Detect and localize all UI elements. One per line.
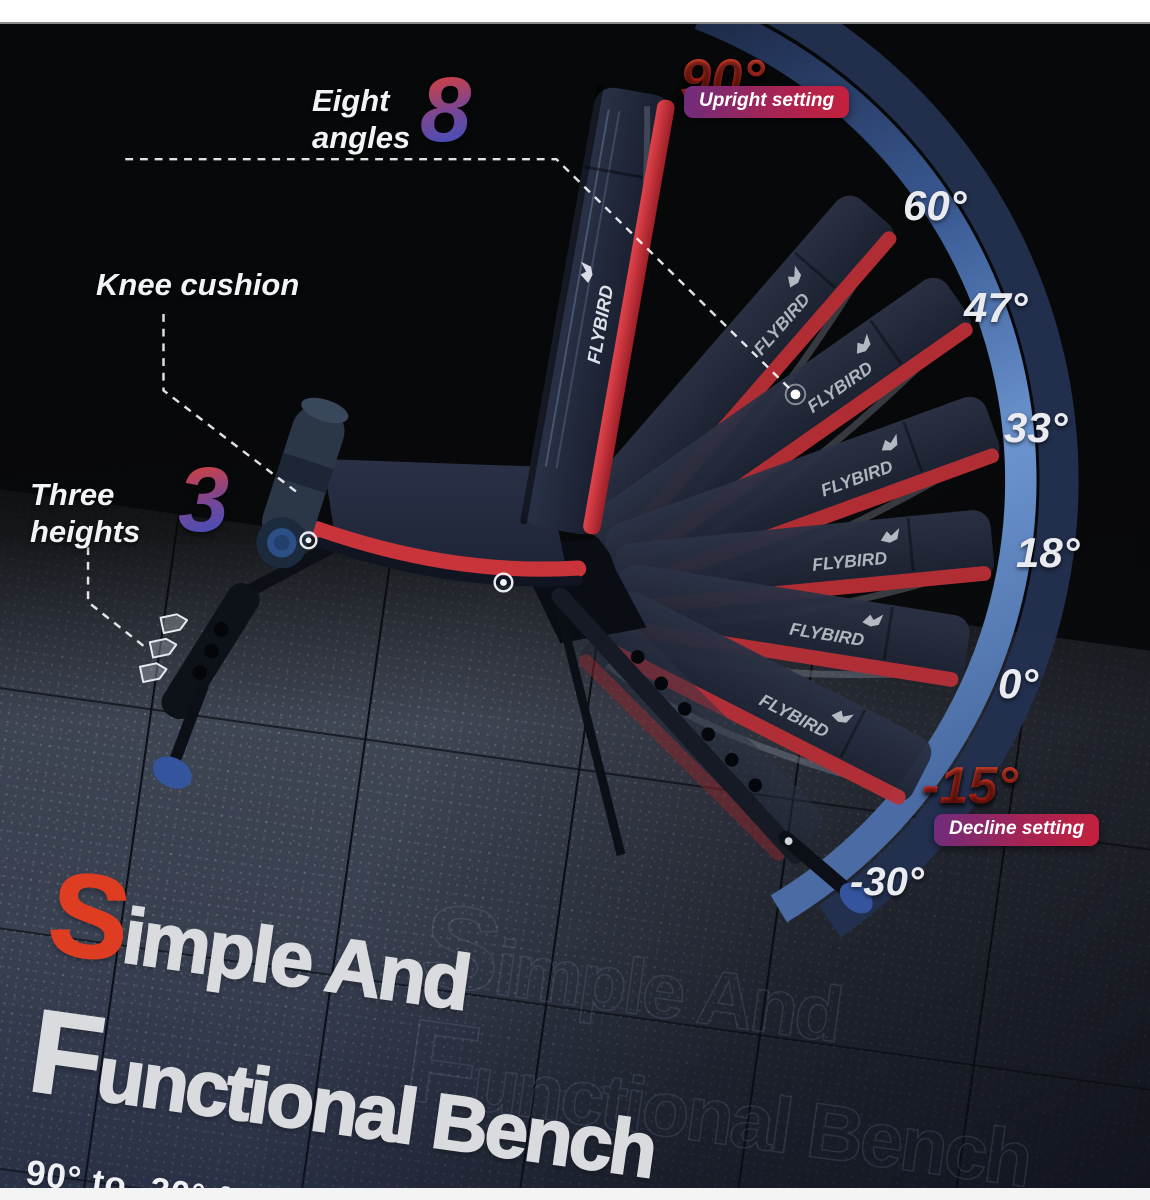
angle-arc-outer-band	[767, 24, 1079, 938]
callout-three-heights: Three heights	[30, 476, 140, 550]
support-post	[552, 595, 626, 856]
title-line1-rest: imple And	[117, 890, 475, 1027]
callout-line-knee-cushion	[162, 314, 301, 496]
eight-angles-line1: Eight	[312, 83, 390, 118]
bench-frame	[152, 538, 873, 914]
rear-bolt	[784, 837, 793, 846]
angle-label-18: 18°	[1016, 529, 1080, 576]
height-tag-2	[148, 637, 178, 659]
three-heights-line2: heights	[30, 514, 141, 549]
angle-point-dot	[790, 389, 801, 400]
angle-label-minus30: -30°	[850, 860, 924, 904]
backrest-fan: FLYBIRD FLYBIRD FLYBIRD	[574, 195, 1000, 861]
pivot-dot	[500, 579, 507, 586]
three-heights-number: 3	[178, 449, 230, 551]
seat-assembly	[256, 397, 587, 587]
callout-knee-cushion: Knee cushion	[96, 267, 300, 302]
rear-foot-bar	[778, 830, 854, 898]
seat-trim	[308, 521, 587, 579]
callout-eight-angles: Eight angles	[312, 82, 410, 156]
callout-line-three-heights	[86, 547, 150, 652]
front-leg	[152, 538, 342, 789]
callout-line-eight-angles	[125, 157, 797, 396]
cushion-bolt-dot	[305, 537, 312, 544]
three-heights-line1: Three	[30, 477, 115, 512]
bottom-letterbox-bar	[0, 1188, 1150, 1200]
rear-leg-ladder	[551, 587, 873, 914]
eight-angles-number: 8	[420, 59, 472, 161]
angle-label-47: 47°	[964, 284, 1028, 331]
pivot-dots	[299, 383, 807, 593]
angle-label-0: 0°	[998, 660, 1039, 707]
backrest-pad-90: FLYBIRD	[520, 85, 675, 535]
angle-label-33: 33°	[1004, 404, 1068, 451]
rear-foot-cap	[839, 882, 873, 914]
upright-setting-badge: Upright setting	[684, 86, 850, 118]
eight-angles-line2: angles	[312, 120, 411, 155]
height-tag-3	[138, 662, 168, 684]
front-foot-cap	[152, 756, 192, 789]
height-tag-1	[159, 613, 189, 635]
decline-setting-badge: Decline setting	[934, 814, 1100, 846]
bench-diagram-svg: FLYBIRD FLYBIRD FLYBIRD	[86, 24, 1079, 938]
angle-label-minus15: -15°	[922, 757, 1018, 815]
top-letterbox-bar	[0, 0, 1150, 24]
height-arrow-tags	[138, 613, 189, 684]
knee-cushion-roller	[256, 397, 349, 569]
angle-label-60: 60°	[903, 182, 967, 229]
scene: Simple And Functional Bench	[0, 24, 1150, 1188]
